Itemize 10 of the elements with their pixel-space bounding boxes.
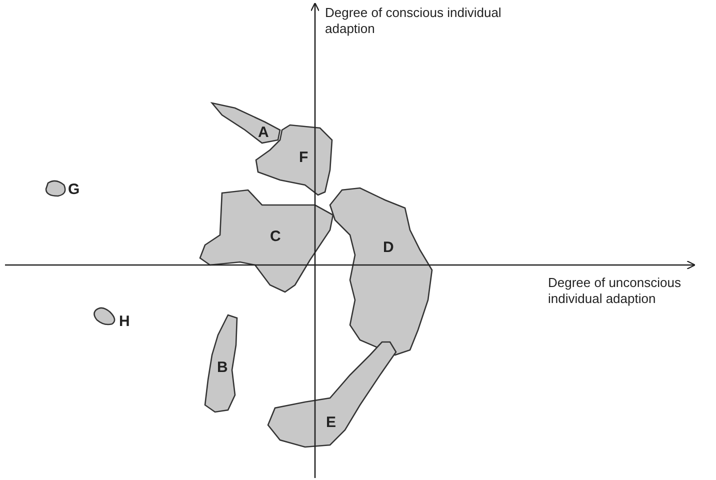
- region-letter: E: [326, 415, 336, 431]
- axis-title: Degree of unconscious individual adaption: [548, 275, 682, 307]
- region-letter: F: [299, 150, 308, 166]
- region-letter: A: [258, 125, 269, 141]
- region-letter: C: [270, 229, 281, 245]
- region-letter: H: [119, 314, 130, 330]
- axis-title: Degree of conscious individual adaption: [325, 5, 502, 37]
- region-letter: B: [217, 360, 228, 376]
- region-letter: D: [383, 240, 394, 256]
- region-letter: G: [68, 182, 80, 198]
